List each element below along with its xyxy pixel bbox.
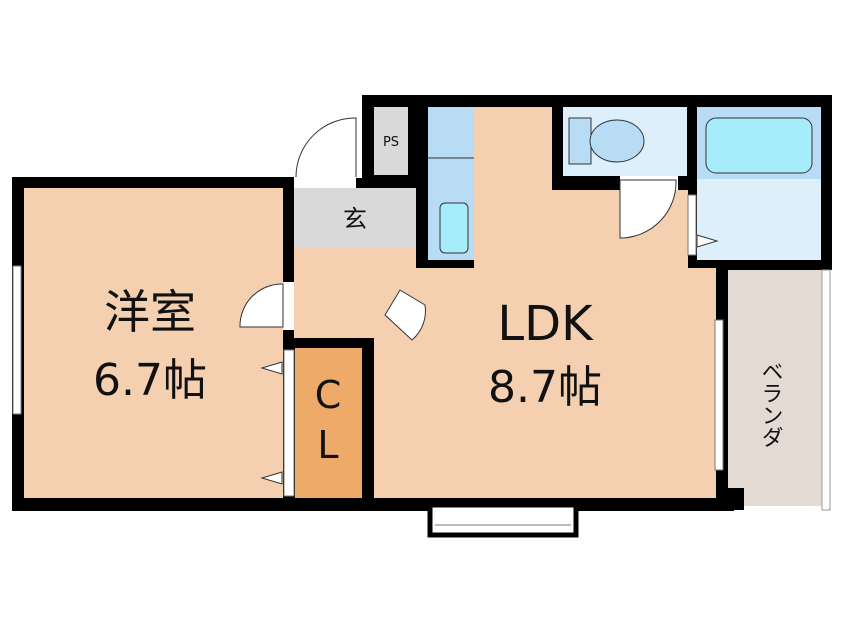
closet-label-l: L [317, 423, 338, 467]
western-room-window [12, 265, 22, 415]
balcony-label: ベランダ [758, 360, 783, 448]
bathtub-icon [705, 117, 813, 174]
ldk-door-swing [384, 289, 426, 341]
entrance-label: 玄 [343, 205, 367, 233]
balcony [728, 270, 824, 506]
bathroom-door [687, 194, 697, 256]
western-room-size: 6.7帖 [93, 355, 207, 406]
toilet-door-swing [619, 179, 677, 239]
closet-door-marker [260, 361, 283, 485]
pipe-space-label: PS [383, 135, 399, 150]
western-room-door-swing [239, 283, 284, 328]
closet [295, 348, 362, 498]
entrance-door-swing [295, 117, 357, 178]
western-room [24, 188, 283, 498]
entrance-area [294, 188, 416, 248]
ldk-name: LDK [497, 296, 594, 352]
toilet-bowl-icon [589, 119, 645, 163]
pipe-space [374, 107, 408, 175]
sink-icon [439, 202, 469, 254]
western-room-name: 洋室 [104, 285, 196, 339]
closet-label-c: C [315, 373, 342, 417]
closet-door [283, 349, 295, 497]
western-room-door-opening [283, 282, 294, 330]
ldk-bay-window [427, 502, 579, 538]
ldk-size: 8.7帖 [488, 362, 602, 413]
ldk-balcony-window [714, 319, 724, 471]
toilet-tank-icon [568, 117, 592, 165]
entrance-door-opening [294, 177, 356, 188]
